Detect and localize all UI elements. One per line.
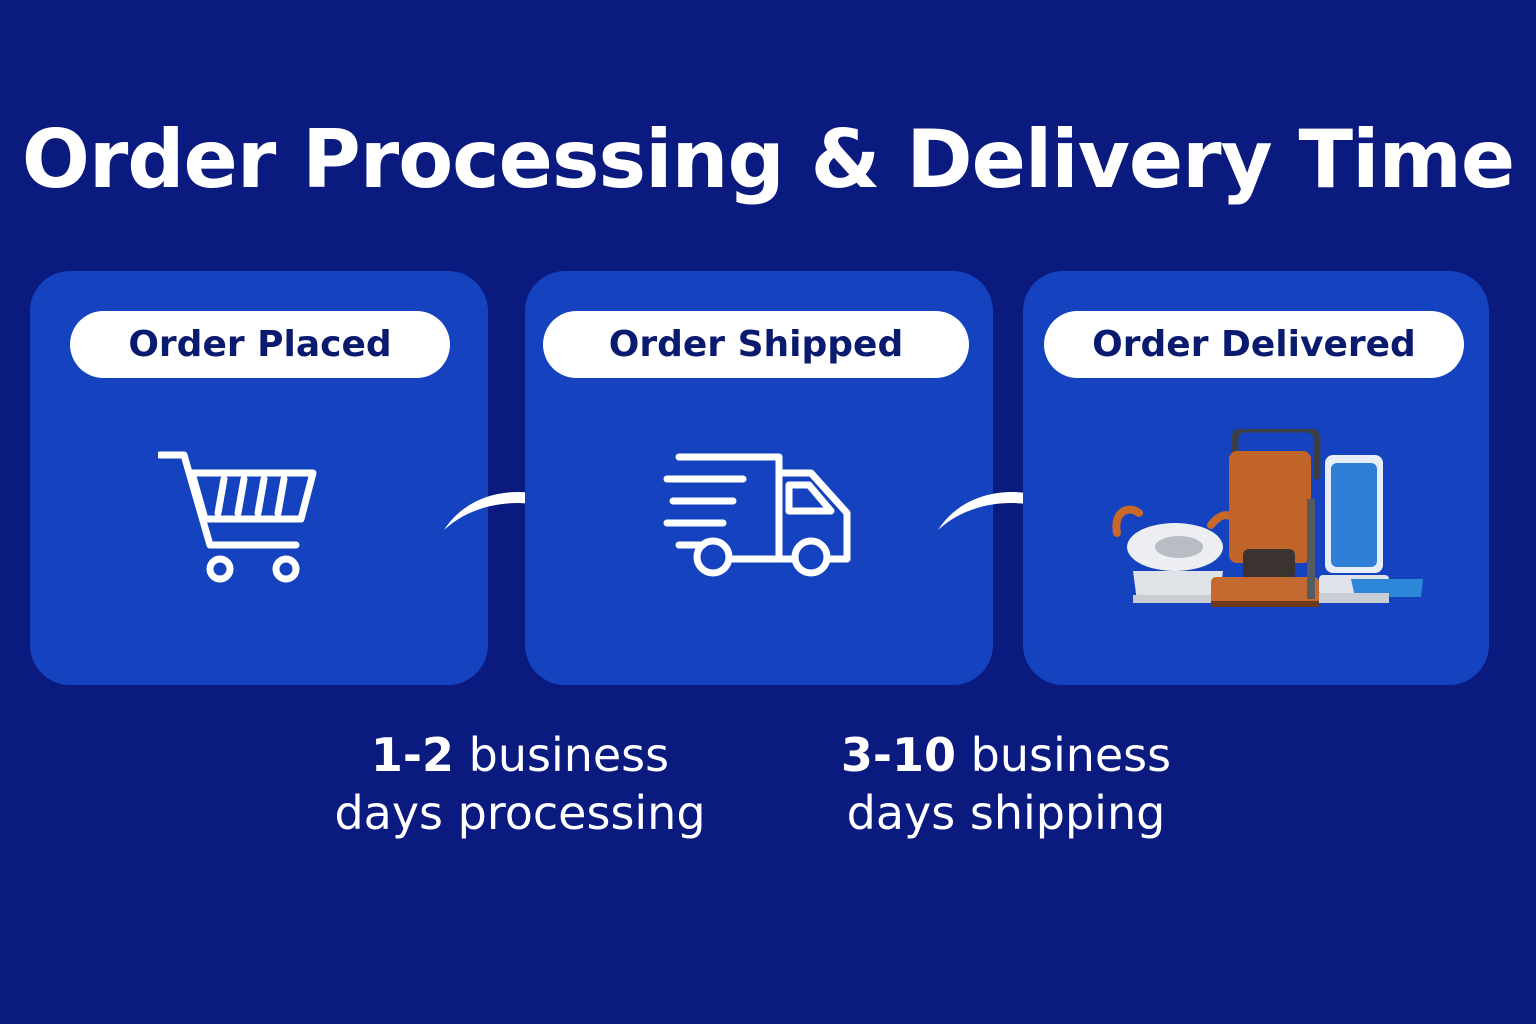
shopping-cart-icon xyxy=(158,451,317,583)
shipping-days-value: 3-10 xyxy=(840,728,956,782)
processing-line2-text: days processing xyxy=(334,786,706,840)
shipping-line2-text: days shipping xyxy=(846,786,1166,840)
mobility-equipment-icon xyxy=(1112,429,1423,607)
blue-bath-lift-icon xyxy=(1319,455,1423,603)
bath-lift-chair-icon xyxy=(1211,429,1321,607)
step-label-order-placed: Order Placed xyxy=(70,311,450,378)
processing-line1-text: business xyxy=(454,728,670,782)
step-card-order-placed: Order Placed xyxy=(30,271,488,685)
toilet-seat-riser-icon xyxy=(1112,505,1240,603)
step-card-order-delivered: Order Delivered xyxy=(1023,271,1489,685)
step-label-order-shipped: Order Shipped xyxy=(543,311,969,378)
delivery-truck-icon xyxy=(663,453,851,577)
shipping-line1-text: business xyxy=(956,728,1172,782)
page-title: Order Processing & Delivery Time xyxy=(21,113,1515,206)
step-card-order-shipped: Order Shipped xyxy=(525,271,993,685)
processing-days-value: 1-2 xyxy=(370,728,454,782)
step-label-order-delivered: Order Delivered xyxy=(1044,311,1464,378)
processing-time-text: 1-2 business days processing xyxy=(300,726,740,842)
shipping-time-text: 3-10 business days shipping xyxy=(806,726,1206,842)
